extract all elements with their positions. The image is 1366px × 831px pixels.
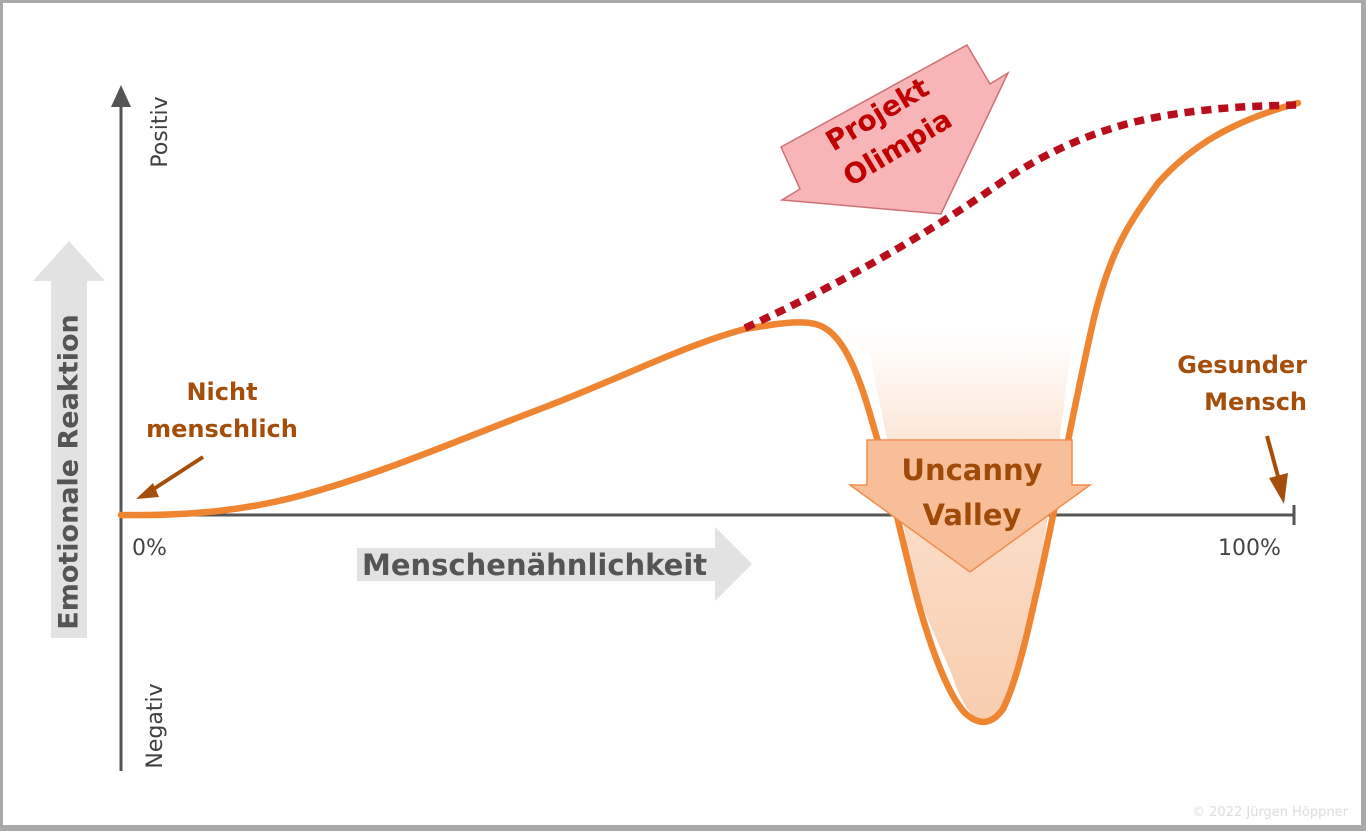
project-olimpia-arrow-icon	[779, 43, 1010, 215]
uncanny-valley-diagram: Emotionale Reaktion Positiv Negativ Mens…	[3, 3, 1361, 825]
not-human-arrow-shaft	[147, 455, 205, 494]
y-axis-title: Emotionale Reaktion	[54, 314, 85, 629]
diagram-svg: Emotionale Reaktion Positiv Negativ Mens…	[33, 43, 1349, 820]
x-axis-start-label: 0%	[132, 536, 167, 561]
y-axis-positive-label: Positiv	[148, 96, 173, 167]
project-olimpia-dotted-curve	[743, 101, 1299, 332]
x-direction-arrow-icon	[357, 527, 752, 601]
copyright-text: © 2022 Jürgen Höppner	[1192, 805, 1349, 820]
y-axis-negative-label: Negativ	[143, 683, 168, 768]
uncanny-valley-arrow-icon	[847, 439, 1093, 573]
healthy-human-arrowhead-icon	[1269, 473, 1288, 504]
uncanny-valley-label-line-2: Valley	[923, 498, 1022, 532]
not-human-label-line-2: menschlich	[146, 415, 298, 443]
x-axis-end-label: 100%	[1218, 536, 1281, 561]
not-human-arrowhead-icon	[136, 483, 159, 499]
healthy-human-label-line-1: Gesunder	[1177, 351, 1307, 379]
uncanny-valley-label-line-1: Uncanny	[901, 453, 1042, 487]
y-axis-arrowhead-icon	[111, 85, 131, 107]
healthy-human-arrow-shaft	[1265, 435, 1281, 481]
y-direction-arrow-icon	[33, 241, 105, 638]
x-axis-title: Menschenähnlichkeit	[362, 548, 707, 582]
not-human-label-line-1: Nicht	[186, 378, 257, 406]
emotional-response-curve	[117, 99, 1302, 726]
healthy-human-label-line-2: Mensch	[1204, 388, 1307, 416]
